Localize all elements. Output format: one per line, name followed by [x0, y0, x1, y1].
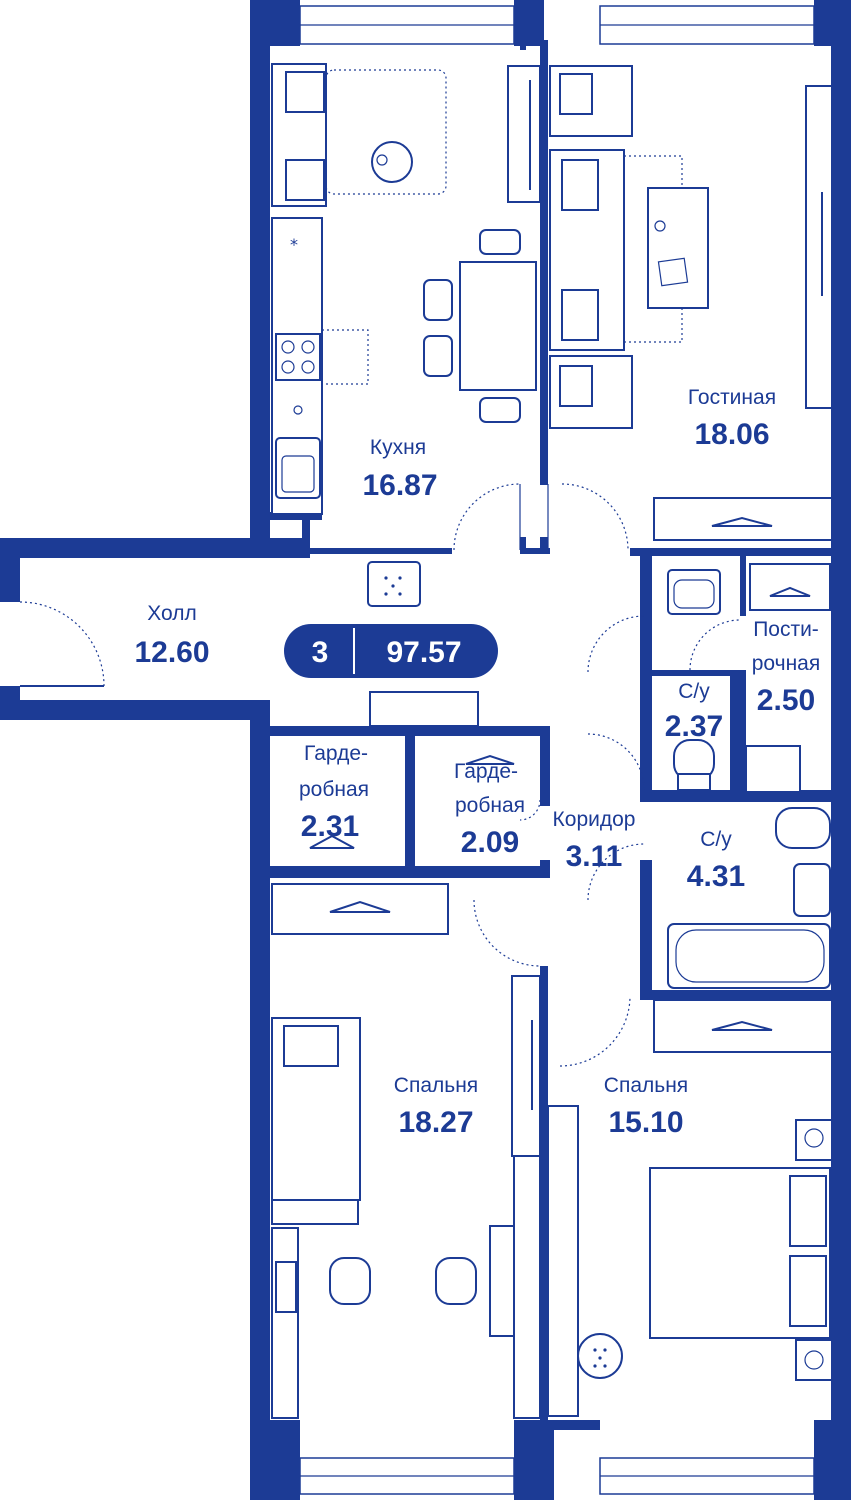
wardrobe-left-area: 2.31: [301, 810, 359, 843]
bath-large-name: С/у: [700, 828, 732, 851]
laundry-name-line2: рочная: [752, 652, 821, 675]
laundry-area: 2.50: [757, 684, 815, 717]
window-sill-left: [507, 65, 541, 203]
laundry-name-line1: Пости-: [753, 618, 819, 641]
window-sill-left: [511, 975, 541, 1419]
door-swing-icon: [19, 483, 741, 1067]
svg-text:*: *: [290, 235, 298, 254]
bathtub-icon: [667, 923, 831, 989]
wardrobe-right-name-line1: Гарде-: [454, 760, 518, 783]
bath-small-area: 2.37: [665, 710, 723, 743]
washing-machine-icon: [745, 563, 831, 793]
corridor-name: Коридор: [553, 808, 636, 831]
bed-icon: [271, 1017, 361, 1225]
bath-small-name: С/у: [678, 680, 710, 703]
bed-icon: [649, 1119, 833, 1381]
desk-icon: [271, 1225, 541, 1419]
toilet-icon: [775, 807, 831, 849]
wardrobe-left-name-line1: Гарде-: [304, 742, 368, 765]
wardrobe-right-area: 2.09: [461, 826, 519, 859]
tv-cabinet: [805, 85, 833, 409]
sink-icon: [275, 405, 321, 499]
bedroom-right-name: Спальня: [604, 1074, 688, 1097]
hanger-icon: [271, 754, 833, 1053]
living-area: 18.06: [694, 418, 769, 451]
total-area: 97.57: [386, 636, 461, 669]
bath-large-area: 4.31: [687, 860, 745, 893]
sofa-icon: [271, 63, 447, 207]
stove-icon: [275, 333, 321, 381]
desk-icon: [547, 1105, 623, 1417]
sink-icon: [793, 863, 831, 917]
toilet-icon: [673, 739, 715, 791]
hall-cabinet: [367, 561, 479, 727]
bedroom-left-name: Спальня: [394, 1074, 478, 1097]
corridor-area: 3.11: [566, 840, 623, 873]
sofa-icon: [549, 149, 709, 351]
sink-icon: [667, 569, 721, 615]
kitchen-name: Кухня: [370, 436, 426, 459]
wardrobe-left-name-line2: робная: [299, 778, 369, 801]
wardrobe-right-name-line2: робная: [455, 794, 525, 817]
dining-table-icon: [423, 229, 537, 423]
hall-area: 12.60: [134, 636, 209, 669]
window-icon: [299, 5, 815, 1495]
rooms-count: 3: [312, 636, 329, 669]
living-name: Гостиная: [688, 386, 776, 409]
kitchen-area: 16.87: [362, 469, 437, 502]
bedroom-right-area: 15.10: [608, 1106, 683, 1139]
hanger-icon: [653, 497, 833, 541]
armchair-icon: [549, 65, 633, 429]
bedroom-left-area: 18.27: [398, 1106, 473, 1139]
apartment-badge: 3 97.57: [284, 624, 498, 678]
hall-name: Холл: [147, 602, 197, 625]
